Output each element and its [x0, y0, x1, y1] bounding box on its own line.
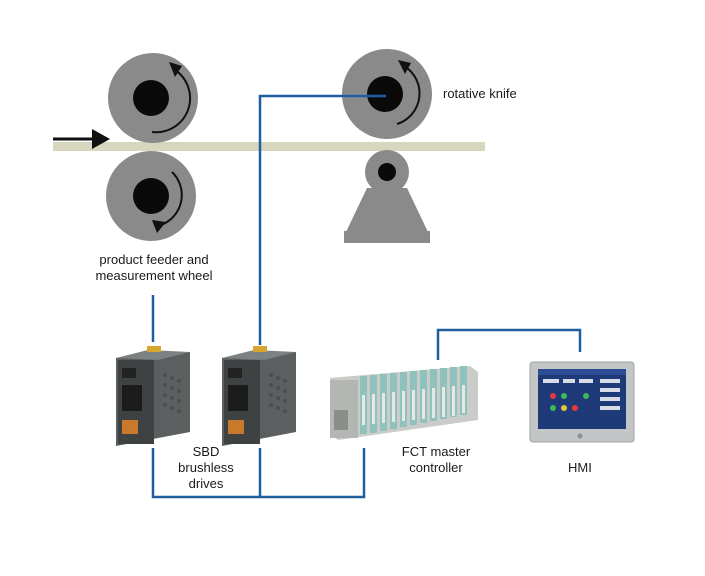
rotation-arrow-icon	[151, 69, 192, 134]
hmi-label: HMI	[568, 460, 592, 475]
fct-label-line1: FCT master	[401, 444, 471, 459]
sbd-label-line1: SBD	[192, 444, 220, 459]
feeder-label-line1: product feeder and	[99, 252, 209, 267]
feeder-label-line2: measurement wheel	[95, 268, 213, 283]
fct-master-controller	[330, 366, 478, 440]
material-web	[53, 142, 485, 151]
hmi-panel	[529, 361, 635, 443]
fct-controller-label: FCT master controller	[386, 444, 486, 476]
sbd-label-line2: brushless	[178, 460, 234, 475]
sbd-drive-1	[116, 346, 190, 446]
arrow-right-icon	[53, 129, 110, 149]
wiring	[151, 94, 582, 499]
fct-label-line2: controller	[409, 460, 463, 475]
sbd-drive-2	[222, 346, 296, 446]
lower-feeder-wheel	[106, 151, 196, 241]
upper-feeder-wheel	[108, 53, 198, 143]
rotative-knife-wheel	[342, 49, 432, 139]
rotation-arrow-icon	[396, 65, 421, 125]
feeder-label: product feeder and measurement wheel	[74, 252, 234, 284]
rotation-arrow-icon	[160, 171, 183, 226]
sbd-label-line3: drives	[188, 476, 224, 491]
sbd-drives-label: SBD brushless drives	[166, 444, 246, 492]
counter-roller-pedestal	[344, 150, 430, 243]
rotative-knife-label: rotative knife	[443, 86, 517, 101]
